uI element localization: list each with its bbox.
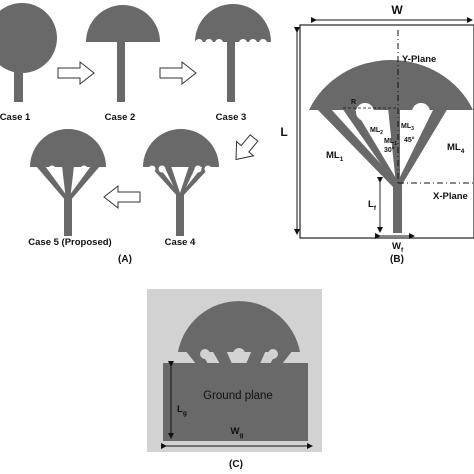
ml1-outer-label: ML1 (326, 150, 344, 163)
x-plane-label: X-Plane (433, 191, 468, 202)
panel-b: W L Y-Plane X-Plane R ML1 ML2 ML3 ML1 (280, 3, 474, 265)
w-label: W (391, 3, 403, 17)
case-4-scallops (148, 165, 212, 173)
case-1-label: Case 1 (0, 112, 31, 123)
case-1-antenna (0, 3, 57, 102)
panel-c: Ground plane Lg Wg (C) (147, 289, 322, 470)
lg-label: Lg (177, 404, 187, 417)
case-3-scallops (195, 39, 267, 47)
ground-plane (163, 363, 308, 441)
case-3-label: Case 3 (216, 112, 247, 123)
ml2-label: ML2 (370, 127, 383, 136)
angle-45-label: 45° (404, 136, 415, 144)
detailed-antenna-scallops (356, 103, 430, 121)
case-2-label: Case 2 (105, 112, 136, 123)
flow-arrow-2 (159, 60, 197, 86)
flow-arrow-3 (235, 134, 259, 161)
case-4-label: Case 4 (165, 237, 196, 248)
flow-arrow-4 (103, 184, 141, 210)
r-label: R (351, 99, 356, 106)
case-2-antenna (86, 5, 160, 102)
case-4-antenna (143, 129, 219, 236)
fabricated-antenna (178, 301, 300, 364)
panel-b-frame (299, 24, 474, 239)
wg-label: Wg (231, 426, 244, 439)
case-5-scallops (48, 165, 88, 173)
case-3-antenna (195, 4, 271, 102)
ml4-label: ML4 (447, 142, 465, 155)
case-5-label: Case 5 (Proposed) (28, 237, 111, 248)
detailed-antenna (309, 60, 473, 233)
panel-b-label: (B) (390, 254, 404, 265)
wf-label: Wf (392, 241, 404, 254)
flow-arrow-1 (57, 60, 95, 86)
case-5-antenna (30, 129, 106, 236)
ground-plane-label: Ground plane (203, 390, 273, 402)
angle-30-label: 30° (384, 146, 395, 154)
fabricated-antenna-slots (200, 348, 278, 360)
lf-label: Lf (368, 199, 377, 212)
ml1-inner-label: ML1 (384, 138, 397, 147)
panel-a-label: (A) (118, 254, 132, 265)
ml3-label: ML3 (401, 123, 414, 132)
panel-c-label: (C) (229, 459, 243, 470)
l-label: L (280, 125, 287, 139)
y-plane-label: Y-Plane (402, 54, 436, 65)
panel-a: Case 1 Case 2 Case 3 (0, 3, 271, 265)
